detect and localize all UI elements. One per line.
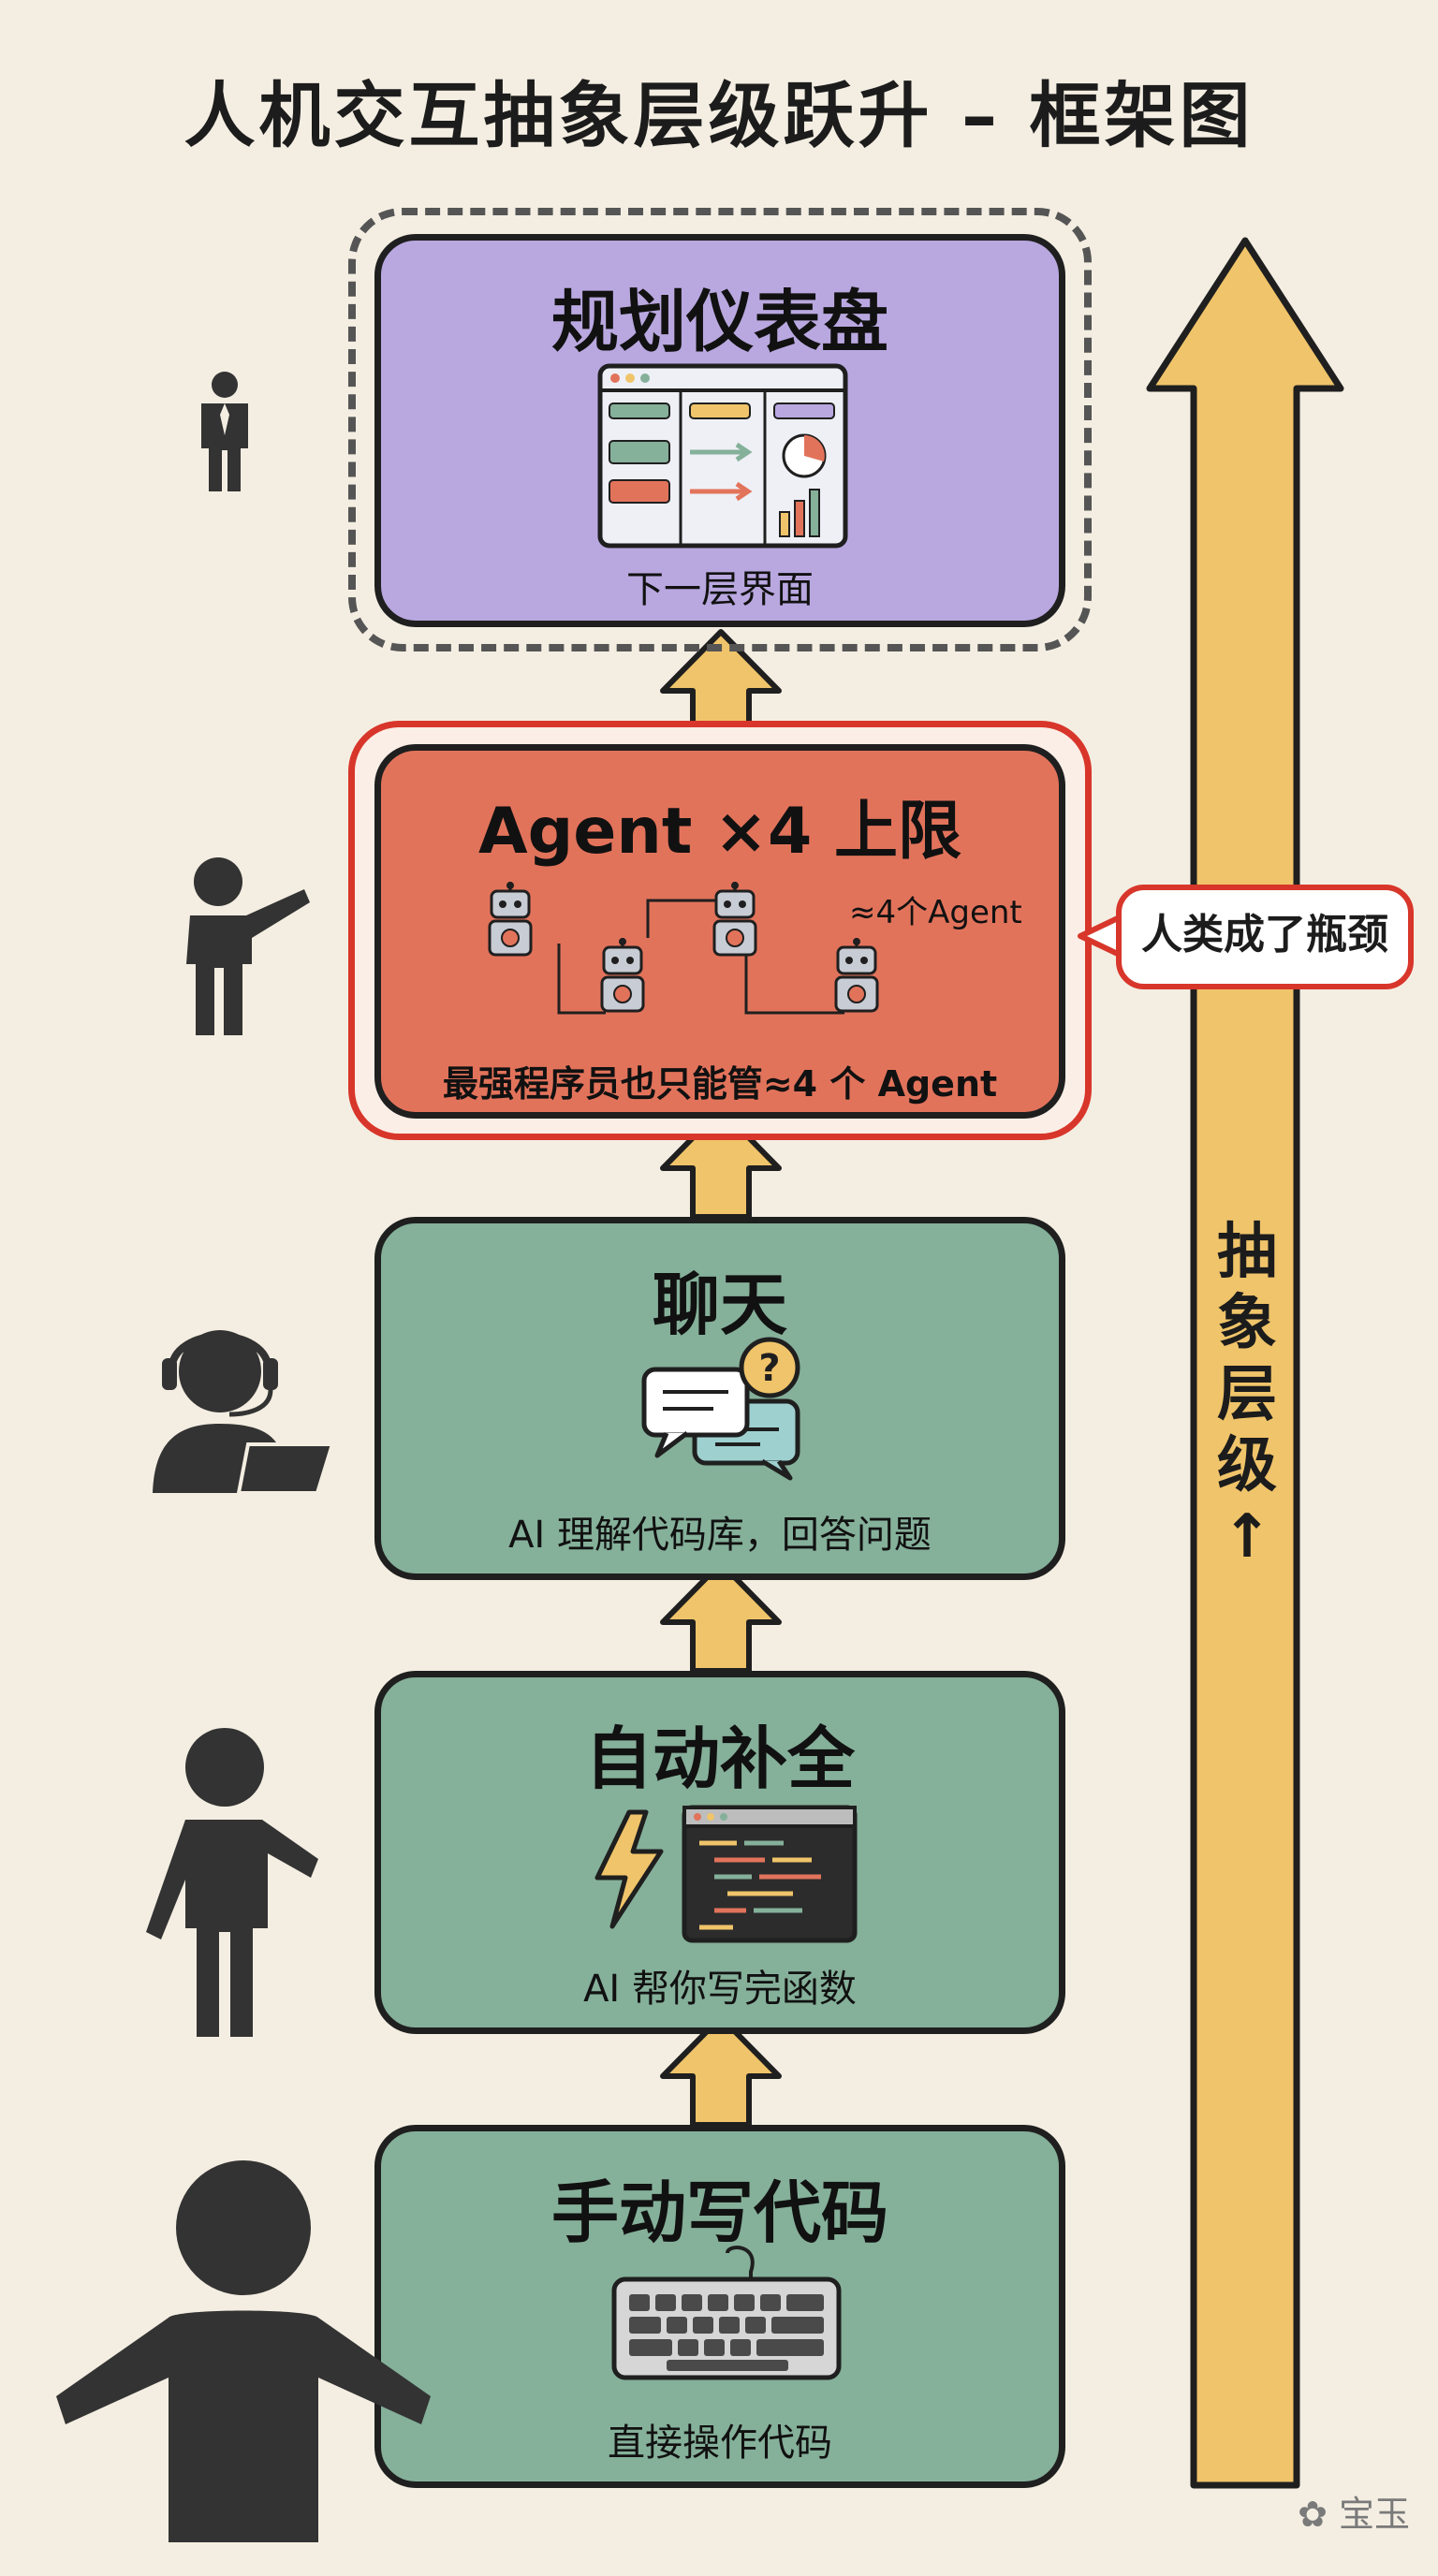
person-suit-icon: [201, 372, 248, 491]
person-standing-icon: [146, 1728, 318, 2037]
level-subtitle: 最强程序员也只能管≈4 个 Agent: [442, 1063, 998, 1105]
code-editor-icon: [682, 1805, 858, 1943]
robot-icon: [712, 882, 757, 957]
level-autocomplete: 自动补全 AI 帮你写完函数: [374, 1671, 1065, 2034]
robot-icon: [834, 938, 879, 1013]
level-title: 自动补全: [584, 1720, 855, 1798]
level-subtitle: AI 理解代码库，回答问题: [508, 1514, 932, 1557]
svg-text:?: ?: [758, 1347, 780, 1390]
chat-bubbles-icon: ?: [641, 1337, 800, 1481]
person-pointing-icon: [186, 857, 310, 1035]
lightning-icon: [594, 1809, 664, 1929]
keyboard-icon: [611, 2246, 842, 2380]
dashboard-icon: [597, 363, 848, 549]
bottleneck-callout: 人类成了瓶颈: [1116, 885, 1414, 989]
robot-icon: [488, 882, 533, 957]
level-subtitle: AI 帮你写完函数: [583, 1968, 857, 2011]
robot-icon: [600, 938, 645, 1013]
level-agent-limit: Agent ×4 上限: [374, 744, 1065, 1119]
level-title: 聊天: [652, 1266, 787, 1344]
next-level-dashed-frame: [348, 208, 1092, 651]
page-title: 人机交互抽象层级跃升 – 框架图: [183, 74, 1255, 157]
level-planning-dashboard: 规划仪表盘 下一层界面: [374, 234, 1065, 627]
watermark: ✿ 宝玉: [1298, 2494, 1410, 2535]
level-chat: 聊天 ? AI 理解代码库，回答问题: [374, 1217, 1065, 1580]
person-shrug-icon: [56, 2160, 431, 2542]
level-title: Agent ×4 上限: [478, 795, 961, 869]
level-subtitle: 下一层界面: [626, 568, 814, 611]
level-title: 规划仪表盘: [550, 283, 888, 361]
level-manual-coding: 手动写代码 直接操作代码: [374, 2125, 1065, 2488]
agent-count-note: ≈4个Agent: [849, 894, 1022, 931]
person-headset-laptop-icon: [153, 1330, 335, 1495]
abstraction-level-label: 抽 象 层 级 ↑: [1217, 1218, 1277, 1572]
level-title: 手动写代码: [550, 2174, 888, 2252]
abstraction-up-arrow: [1146, 237, 1344, 2489]
agents-network-icon: [488, 882, 879, 1015]
level-subtitle: 直接操作代码: [608, 2422, 832, 2465]
